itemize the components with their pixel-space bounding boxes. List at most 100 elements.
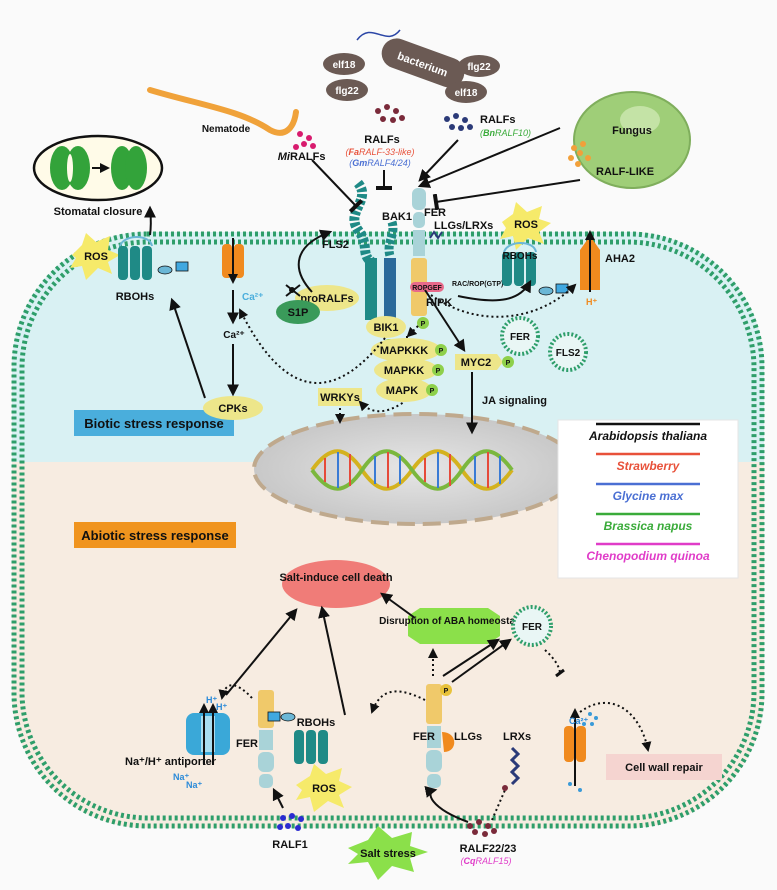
ralfs-brassica: RALFs (BnRALF10) [444, 113, 531, 138]
ralf22-23: RALF22/23 (CqRALF15) [460, 819, 517, 866]
svg-text:FLS2: FLS2 [556, 348, 581, 359]
svg-text:P: P [439, 348, 444, 355]
fungus-group: Fungus RALF-LIKE [568, 91, 691, 189]
svg-text:LLGs/LRXs: LLGs/LRXs [434, 220, 493, 232]
svg-text:FER: FER [522, 622, 543, 633]
svg-text:ROS: ROS [84, 251, 108, 263]
svg-text:(CqRALF15): (CqRALF15) [460, 856, 511, 866]
svg-text:H⁺: H⁺ [216, 702, 227, 712]
salt-death: Salt-induce cell death [279, 560, 393, 608]
svg-text:Cell wall repair: Cell wall repair [625, 762, 703, 774]
biotic-label: Biotic stress response [74, 410, 234, 436]
svg-text:Salt stress: Salt stress [360, 848, 416, 860]
ros-burst-left: ROS [70, 233, 120, 280]
svg-text:WRKYs: WRKYs [320, 392, 360, 404]
svg-text:FER: FER [510, 332, 531, 343]
nematode-icon [147, 87, 299, 136]
cpks: CPKs [203, 396, 263, 420]
scissors-icon [285, 284, 301, 297]
salt-stress: Salt stress [348, 826, 428, 880]
svg-text:RALFs: RALFs [290, 151, 325, 163]
svg-text:elf18: elf18 [455, 88, 478, 99]
svg-text:Biotic stress response: Biotic stress response [84, 416, 223, 431]
ralf1: RALF1 [272, 813, 308, 851]
svg-text:BAK1: BAK1 [382, 211, 412, 223]
cell-wall-repair: Cell wall repair [606, 754, 722, 780]
svg-text:RBOHs: RBOHs [116, 291, 155, 303]
abiotic-label: Abiotic stress response [74, 522, 236, 548]
svg-text:Stomatal closure: Stomatal closure [54, 206, 143, 218]
fungus-icon [573, 91, 691, 189]
aba-disruption: Disruption of ABA homeostasis [379, 608, 529, 644]
ralfs-strawberry-soy: RALFs (FaRALF-33-like) (GmRALF4/24) [345, 104, 415, 168]
ja-signaling-label: JA signaling [482, 395, 547, 407]
svg-text:P: P [436, 368, 441, 375]
ropgef: ROPGEF [410, 282, 444, 292]
fer-vesicle-bottom: FER [511, 605, 553, 647]
ros-burst-lower: ROS [296, 764, 352, 812]
rac-rop: RAC/ROP(GTP) [452, 281, 503, 288]
fer-receptor-lower-right: P FER LLGs [413, 684, 482, 788]
dna-icon [310, 449, 514, 491]
svg-text:Na⁺: Na⁺ [186, 780, 203, 790]
svg-text:Mi: Mi [278, 151, 291, 163]
myc2: MYC2 P [455, 354, 514, 370]
svg-text:P: P [421, 321, 426, 328]
svg-text:LLGs: LLGs [454, 731, 482, 743]
svg-text:MAPK: MAPK [386, 385, 418, 397]
svg-text:P: P [444, 688, 449, 695]
svg-text:RALFs: RALFs [364, 134, 399, 146]
legend-label: Arabidopsis thaliana [588, 429, 707, 443]
svg-text:(BnRALF10): (BnRALF10) [480, 128, 531, 138]
calcium-internal: Ca²⁺ [223, 330, 244, 341]
svg-text:flg22: flg22 [335, 86, 359, 97]
svg-text:FER: FER [424, 207, 446, 219]
nucleus [252, 412, 580, 526]
legend-label: Strawberry [617, 459, 681, 473]
svg-text:CPKs: CPKs [218, 403, 247, 415]
fls2-vesicle: FLS2 [548, 332, 588, 372]
svg-text:RALF22/23: RALF22/23 [460, 843, 517, 855]
rbohs-left: RBOHs [116, 236, 189, 303]
svg-text:FLS2: FLS2 [322, 239, 349, 251]
svg-text:ROPGEF: ROPGEF [412, 285, 442, 292]
svg-text:flg22: flg22 [467, 62, 491, 73]
svg-text:Salt-induce cell death: Salt-induce cell death [279, 572, 392, 584]
svg-text:(GmRALF4/24): (GmRALF4/24) [349, 158, 411, 168]
fls2-receptor: FLS2 [322, 179, 377, 320]
wrkys: WRKYs [318, 388, 362, 406]
svg-text:RALFs: RALFs [480, 114, 515, 126]
svg-text:Na⁺: Na⁺ [173, 772, 190, 782]
nematode-group: Nematode Mi RALFs [147, 87, 325, 163]
calcium-channel-lower: Ca²⁺ [564, 708, 598, 792]
svg-text:AHA2: AHA2 [605, 253, 635, 265]
svg-text:RAC/ROP(GTP): RAC/ROP(GTP) [452, 281, 503, 288]
svg-text:RALF-LIKE: RALF-LIKE [596, 166, 654, 178]
svg-text:Ca²⁺: Ca²⁺ [223, 330, 244, 341]
arrows [144, 127, 652, 823]
legend-label: Glycine max [613, 489, 685, 503]
svg-text:MYC2: MYC2 [461, 357, 492, 369]
svg-text:ROS: ROS [514, 219, 538, 231]
svg-text:FER: FER [236, 738, 258, 750]
aha2: AHA2 H⁺ [580, 230, 635, 307]
stomatal-panel: Stomatal closure [32, 134, 164, 218]
bacterium-icon [381, 38, 465, 88]
s1p: S1P [276, 284, 320, 324]
svg-text:Abiotic stress response: Abiotic stress response [81, 528, 228, 543]
svg-text:Na⁺/H⁺ antiporter: Na⁺/H⁺ antiporter [125, 756, 217, 768]
svg-text:Nematode: Nematode [202, 124, 251, 135]
svg-text:Fungus: Fungus [612, 125, 652, 137]
svg-text:Ca²⁺: Ca²⁺ [242, 292, 263, 303]
svg-text:Ca²⁺: Ca²⁺ [569, 716, 589, 726]
rbohs-lower: RBOHs [267, 711, 335, 764]
svg-text:MAPKK: MAPKK [384, 365, 424, 377]
svg-text:Disruption of ABA homeostasis: Disruption of ABA homeostasis [379, 616, 529, 627]
svg-text:MAPKKK: MAPKKK [380, 345, 428, 357]
svg-text:BIK1: BIK1 [373, 322, 398, 334]
calcium-channel-left: Ca²⁺ [222, 238, 263, 303]
lrxs: LRXs [503, 731, 531, 786]
svg-text:RALF1: RALF1 [272, 839, 307, 851]
svg-text:elf18: elf18 [333, 60, 356, 71]
